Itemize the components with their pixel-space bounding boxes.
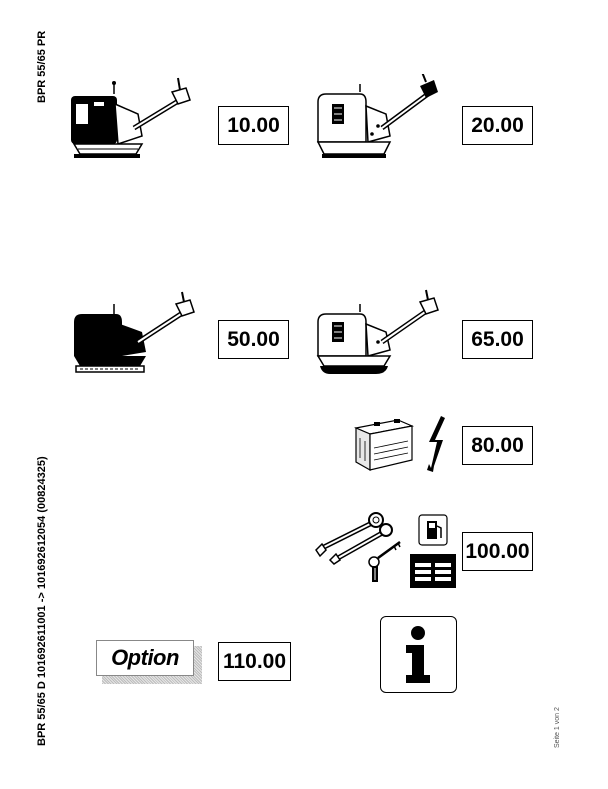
page-number-label: Seite 1 von 2	[554, 707, 561, 748]
info-icon	[406, 626, 430, 683]
nameplate-icon	[410, 554, 456, 588]
section-20-number[interactable]: 20.00	[462, 106, 533, 145]
section-10-number[interactable]: 10.00	[218, 106, 289, 145]
battery-icon[interactable]	[352, 414, 416, 474]
section-110-number[interactable]: 110.00	[218, 642, 291, 681]
option-label: Option	[96, 640, 194, 676]
plate-compactor-filled-icon[interactable]	[68, 288, 200, 380]
info-button[interactable]	[380, 616, 457, 693]
option-label-box[interactable]: Option	[96, 640, 202, 684]
fuel-icon	[418, 514, 448, 546]
plate-compactor-hood-icon[interactable]	[312, 74, 444, 166]
wrenches-icon[interactable]	[314, 510, 394, 566]
keys-icon[interactable]	[366, 538, 408, 584]
section-65-number[interactable]: 65.00	[462, 320, 533, 359]
plate-compactor-baseplate-icon[interactable]	[312, 288, 444, 380]
lightning-icon	[427, 416, 445, 472]
plate-compactor-engine-icon[interactable]	[68, 74, 200, 166]
section-100-number[interactable]: 100.00	[462, 532, 533, 571]
model-code-label: BPR 55/65 PR	[36, 30, 48, 103]
section-80-number[interactable]: 80.00	[462, 426, 533, 465]
serial-range-label: BPR 55/65 D 101692611001 -> 101692612054…	[36, 456, 48, 746]
section-50-number[interactable]: 50.00	[218, 320, 289, 359]
